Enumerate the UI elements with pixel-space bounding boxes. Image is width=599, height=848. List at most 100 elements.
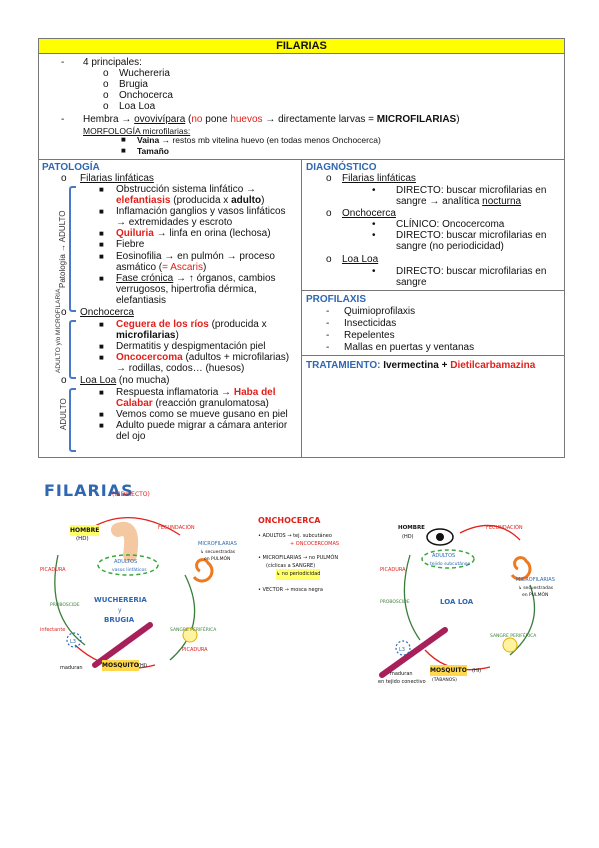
diag-oncho-directo: DIRECTO: buscar microfilarias en: [396, 230, 547, 241]
principal-item: Brugia: [119, 79, 148, 90]
right-adultos: ADULTOS: [432, 553, 456, 559]
left-fecundacion: FECUNDACIÓN: [158, 525, 195, 531]
left-center-3: BRUGIA: [104, 616, 135, 624]
lifecycle-sketches: FILARIAS (INDIRECTO) HOMBRE (HD) FECUNDA…: [40, 483, 570, 700]
dot-bullet: •: [372, 185, 376, 196]
principal-item: Onchocerca: [119, 90, 173, 101]
tratamiento-line: TRATAMIENTO: Ivermectina + Dietilcarbama…: [306, 360, 536, 371]
side-label-adulto: Patología → ADULTO: [58, 210, 67, 288]
square-bullet: ■: [99, 240, 104, 249]
square-bullet: ■: [99, 229, 104, 238]
filarias-linfaticas-label: Filarias linfáticas: [80, 173, 154, 184]
left-micro-sub1: ↳ secuestradas: [200, 550, 236, 555]
fase-cronica-line: Fase crónica → ↑ órganos, cambios: [116, 273, 276, 284]
obstruccion-line: Obstrucción sistema linfático →: [116, 184, 257, 195]
vemos-line: Vemos como se mueve gusano en piel: [116, 409, 288, 420]
circle-bullet: o: [61, 173, 67, 184]
quiluria-line: Quiluria → linfa en orina (lechosa): [116, 228, 271, 239]
diag-filarias-directo-2: sangre → analítica nocturna: [396, 196, 522, 207]
oncho-adultos-2: + ONCOCERCOMAS: [290, 541, 340, 547]
right-picadura: PICADURA: [380, 567, 406, 573]
inflamacion-line-2: → extremidades y escroto: [116, 217, 233, 228]
diag-oncho-label: Onchocerca: [342, 208, 396, 219]
dash-bullet: -: [61, 57, 65, 68]
right-center: LOA LOA: [440, 598, 474, 606]
divider: [302, 355, 564, 356]
oncocercoma-line-2: → rodillas, codos… (huesos): [116, 363, 245, 374]
respuesta-line-2: Calabar (reacción granulomatosa): [116, 398, 269, 409]
profilaxis-item: Mallas en puertas y ventanas: [344, 342, 475, 353]
side-label-loa: ADULTO: [59, 398, 68, 430]
circle-bullet: o: [61, 307, 67, 318]
square-bullet: ■: [99, 353, 104, 362]
left-picadura-bottom: PICADURA: [182, 647, 208, 653]
table-title: FILARIAS: [39, 39, 564, 54]
oncho-micro-3: ↳ no periodicidad: [276, 569, 321, 580]
square-bullet: ■: [99, 388, 104, 397]
profilaxis-item: Insecticidas: [344, 318, 397, 329]
left-infectante: infectante: [40, 627, 66, 633]
patologia-column: PATOLOGÍA o Filarias linfáticas Patologí…: [39, 160, 302, 457]
left-sangre: SANGRE PERIFÉRICA: [170, 628, 217, 633]
circle-bullet: o: [103, 79, 109, 90]
right-maduran-1: maduran: [390, 671, 413, 677]
left-picadura-top: PICADURA: [40, 567, 66, 573]
dash-bullet: -: [326, 330, 330, 341]
square-bullet: ■: [99, 207, 104, 216]
left-adultos: ADULTOS: [114, 559, 138, 565]
right-hi: (HI): [472, 668, 482, 674]
dash-bullet: -: [326, 318, 330, 329]
right-micro-sub1: ↳ secuestradas: [518, 586, 554, 591]
dash-bullet: -: [326, 342, 330, 353]
circle-bullet: o: [326, 254, 332, 265]
inflamacion-line: Inflamación ganglios y vasos linfáticos: [116, 206, 286, 217]
dot-bullet: •: [372, 230, 376, 241]
profilaxis-item: Quimioprofilaxis: [344, 306, 416, 317]
circle-bullet: o: [103, 101, 109, 112]
oncho-adultos: • ADULTOS → tej. subcutáneo: [258, 533, 332, 539]
square-bullet: ■: [99, 342, 104, 351]
diag-oncho-directo-2: sangre (no periodicidad): [396, 241, 504, 252]
eosinofilia-line: Eosinofilia → en pulmón → proceso: [116, 251, 275, 262]
right-micro-sub2: en PULMÓN: [522, 593, 549, 598]
left-maduran: maduran: [60, 665, 83, 671]
right-mosquito-sub: (TÁBANOS): [432, 678, 457, 683]
right-microfilarias: MICROFILARIAS: [516, 577, 555, 583]
dash-bullet: -: [61, 114, 65, 125]
migrar-line: Adulto puede migrar a cámara anterior: [116, 420, 288, 431]
migrar-line-2: del ojo: [116, 431, 146, 442]
right-proboscide: PROBOSCIDE: [380, 600, 410, 605]
oncocercoma-line: Oncocercoma (adultos + microfilarias): [116, 352, 290, 363]
brace-onchocerca: [69, 320, 76, 379]
tamano-item: Tamaño: [137, 146, 169, 156]
square-bullet: ■: [121, 146, 126, 155]
fase-cronica-line-2: verrugosos, hipertrofia dérmica,: [116, 284, 257, 295]
ceguera-line-2: microfilarias): [116, 330, 179, 341]
dot-bullet: •: [372, 219, 376, 230]
circle-bullet: o: [103, 90, 109, 101]
diag-filarias-label: Filarias linfáticas: [342, 173, 416, 184]
right-hombre: HOMBRE: [398, 525, 425, 531]
patologia-header: PATOLOGÍA: [42, 162, 100, 173]
side-label-onchocerca: ADULTO y/o MICROFILARIA: [55, 288, 62, 373]
diag-filarias-directo: DIRECTO: buscar microfilarias en: [396, 185, 547, 196]
profilaxis-item: Repelentes: [344, 330, 395, 341]
square-bullet: ■: [121, 135, 126, 144]
dash-bullet: -: [326, 306, 330, 317]
diag-loa-label: Loa Loa: [342, 254, 379, 265]
divider: [302, 290, 564, 291]
sketch-drawings: [54, 516, 536, 678]
vaina-item: Vaina → restos mb vitelina huevo (en tod…: [137, 135, 381, 145]
ceguera-line: Ceguera de los ríos (producida x: [116, 319, 267, 330]
square-bullet: ■: [99, 252, 104, 261]
circle-bullet: o: [61, 375, 67, 386]
brace-adulto: [69, 186, 76, 312]
left-adultos-sub: vasos linfáticos: [112, 568, 147, 573]
square-bullet: ■: [99, 410, 104, 419]
oncho-micro: • MICROFILARIAS → no PULMÓN: [258, 555, 339, 561]
square-bullet: ■: [99, 421, 104, 430]
square-bullet: ■: [99, 320, 104, 329]
left-hombre-sub: (HD): [76, 536, 89, 542]
fiebre-line: Fiebre: [116, 239, 145, 250]
diagnostico-column: DIAGNÓSTICO o Filarias linfáticas • DIRE…: [302, 160, 564, 457]
